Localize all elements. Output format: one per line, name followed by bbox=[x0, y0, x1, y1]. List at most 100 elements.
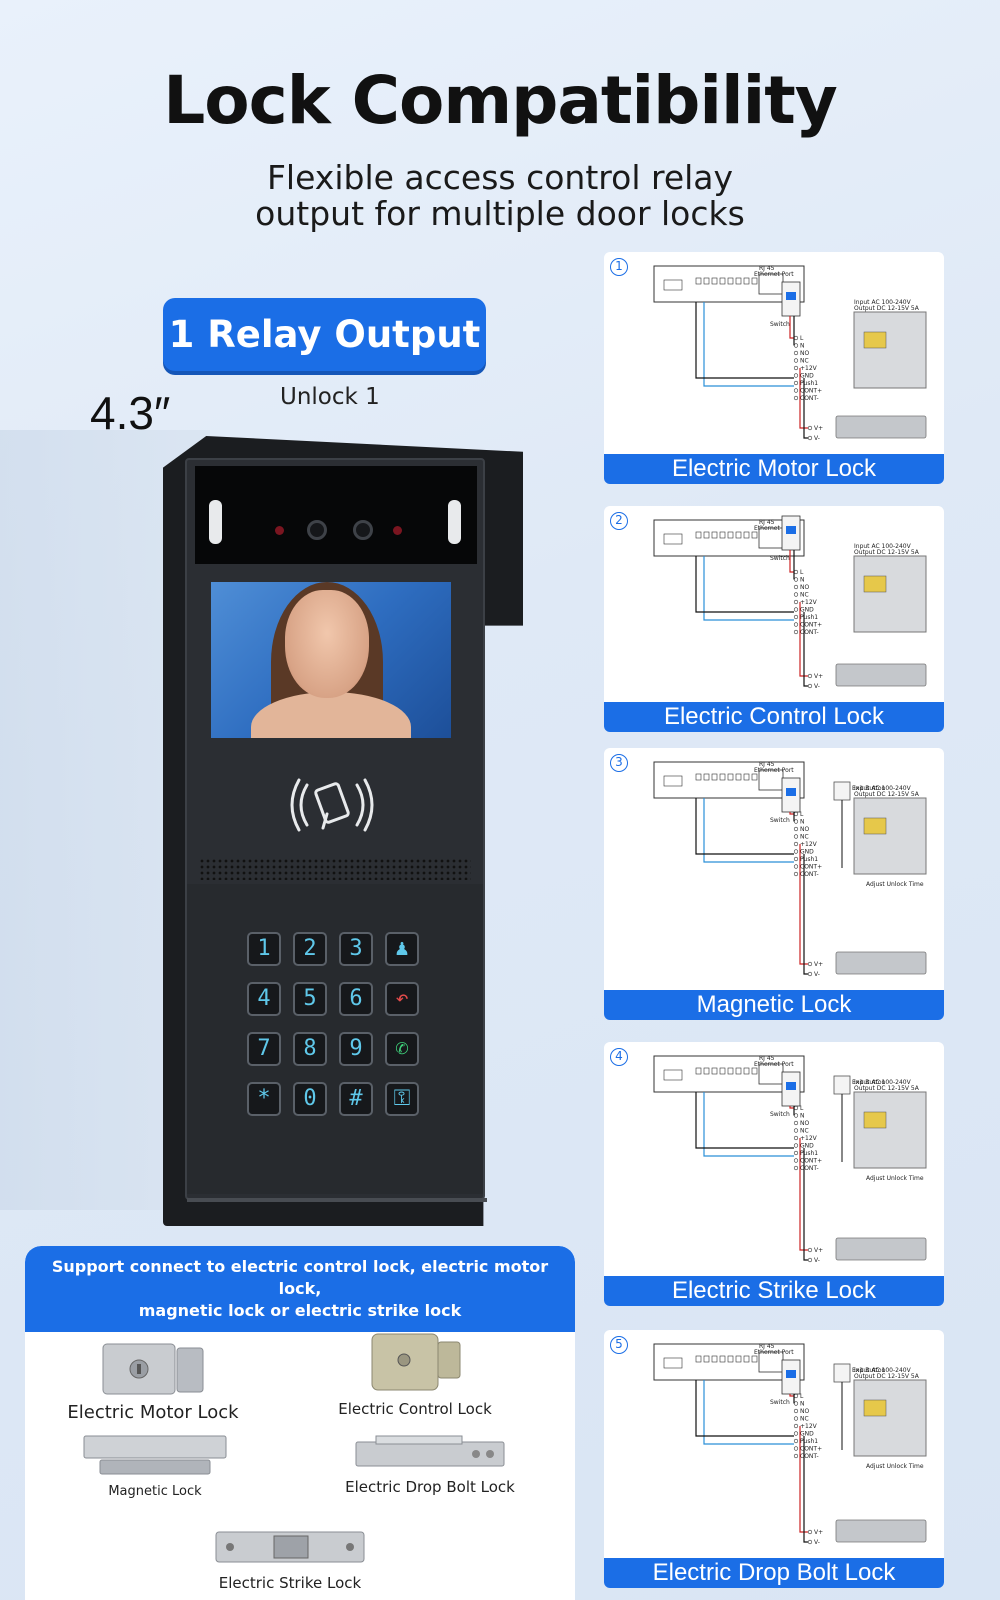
keypad-key[interactable]: 2 bbox=[293, 932, 327, 966]
keypad-key[interactable]: ⚿ bbox=[385, 1082, 419, 1116]
svg-text:N: N bbox=[800, 577, 805, 584]
visitor-face bbox=[285, 590, 369, 698]
svg-text:L: L bbox=[800, 569, 804, 576]
svg-text:Exit Button: Exit Button bbox=[852, 785, 886, 792]
svg-text:Ethernet Port: Ethernet Port bbox=[754, 767, 794, 774]
svg-text:+12V: +12V bbox=[800, 1423, 818, 1430]
indicator-led-right bbox=[393, 526, 402, 535]
svg-text:Output DC 12-15V 5A: Output DC 12-15V 5A bbox=[854, 791, 920, 798]
keypad-key[interactable]: 1 bbox=[247, 932, 281, 966]
svg-text:CONT+: CONT+ bbox=[800, 1158, 822, 1165]
svg-text:GND: GND bbox=[800, 373, 814, 380]
svg-text:RJ 45: RJ 45 bbox=[759, 761, 775, 768]
svg-text:Output DC 12-15V 5A: Output DC 12-15V 5A bbox=[854, 1085, 920, 1092]
svg-text:Ethernet Port: Ethernet Port bbox=[754, 1349, 794, 1356]
support-item-label: Electric Strike Lock bbox=[218, 1574, 362, 1592]
svg-text:V+: V+ bbox=[814, 961, 823, 968]
keypad-key[interactable]: ↶ bbox=[385, 982, 419, 1016]
svg-text:Output DC 12-15V 5A: Output DC 12-15V 5A bbox=[854, 549, 920, 556]
svg-text:+12V: +12V bbox=[800, 365, 818, 372]
speaker-grille bbox=[199, 858, 471, 880]
card-caption: Electric Control Lock bbox=[604, 702, 944, 732]
drop-bolt-lock-image bbox=[355, 1435, 505, 1467]
support-item-control-lock: Electric Control Lock bbox=[330, 1326, 500, 1418]
page-subtitle: Flexible access control relay output for… bbox=[0, 160, 1000, 232]
svg-text:NO: NO bbox=[800, 350, 809, 357]
svg-text:CONT+: CONT+ bbox=[800, 1446, 822, 1453]
svg-text:NC: NC bbox=[800, 1416, 809, 1423]
svg-text:Exit Button: Exit Button bbox=[852, 1079, 886, 1086]
svg-text:N: N bbox=[800, 1113, 805, 1120]
keypad-key[interactable]: 7 bbox=[247, 1032, 281, 1066]
keypad-key[interactable]: ♟ bbox=[385, 932, 419, 966]
svg-text:V-: V- bbox=[814, 683, 820, 690]
support-item-motor-lock: Electric Motor Lock bbox=[63, 1338, 243, 1423]
relay-output-badge: 1 Relay Output bbox=[163, 298, 486, 371]
svg-text:NO: NO bbox=[800, 1120, 809, 1127]
svg-text:Exit Button: Exit Button bbox=[852, 1367, 886, 1374]
keypad-key[interactable]: * bbox=[247, 1082, 281, 1116]
svg-text:GND: GND bbox=[800, 1143, 814, 1150]
svg-text:N: N bbox=[800, 819, 805, 826]
keypad-key[interactable]: 8 bbox=[293, 1032, 327, 1066]
rfid-card-icon bbox=[290, 778, 374, 832]
unlock-label: Unlock 1 bbox=[280, 384, 380, 410]
support-line-1: Support connect to electric control lock… bbox=[51, 1257, 549, 1298]
svg-text:NC: NC bbox=[800, 358, 809, 365]
svg-text:V+: V+ bbox=[814, 1529, 823, 1536]
svg-text:Switch: Switch bbox=[770, 817, 790, 824]
svg-text:CONT-: CONT- bbox=[800, 629, 819, 636]
ir-light-right bbox=[448, 500, 461, 544]
camera-strip bbox=[195, 466, 477, 564]
svg-text:CONT+: CONT+ bbox=[800, 622, 822, 629]
support-item-label: Electric Control Lock bbox=[338, 1400, 492, 1418]
svg-text:V-: V- bbox=[814, 435, 820, 442]
support-item-label: Magnetic Lock bbox=[108, 1484, 202, 1499]
svg-text:V-: V- bbox=[814, 971, 820, 978]
svg-text:GND: GND bbox=[800, 607, 814, 614]
svg-text:Switch: Switch bbox=[770, 555, 790, 562]
keypad-key[interactable]: 4 bbox=[247, 982, 281, 1016]
svg-text:NC: NC bbox=[800, 592, 809, 599]
keypad-key[interactable]: 0 bbox=[293, 1082, 327, 1116]
svg-text:RJ 45: RJ 45 bbox=[759, 1055, 775, 1062]
keypad-key[interactable]: 3 bbox=[339, 932, 373, 966]
card-number-badge: 5 bbox=[610, 1336, 628, 1354]
svg-text:GND: GND bbox=[800, 1431, 814, 1438]
page-title: Lock Compatibility bbox=[163, 62, 838, 139]
keypad-key[interactable]: 5 bbox=[293, 982, 327, 1016]
keypad-key[interactable]: 9 bbox=[339, 1032, 373, 1066]
svg-text:CONT-: CONT- bbox=[800, 1453, 819, 1460]
svg-text:Output DC 12-15V 5A: Output DC 12-15V 5A bbox=[854, 1373, 920, 1380]
card-caption: Electric Motor Lock bbox=[604, 454, 944, 484]
svg-text:Push1: Push1 bbox=[800, 614, 818, 621]
control-lock-image bbox=[371, 1333, 461, 1391]
svg-text:N: N bbox=[800, 1401, 805, 1408]
svg-text:Input AC 100-240V: Input AC 100-240V bbox=[854, 1367, 912, 1374]
keypad-key[interactable]: 6 bbox=[339, 982, 373, 1016]
svg-text:Output DC 12-15V 5A: Output DC 12-15V 5A bbox=[854, 305, 920, 312]
keypad-key[interactable]: # bbox=[339, 1082, 373, 1116]
svg-text:Input AC 100-240V: Input AC 100-240V bbox=[854, 785, 912, 792]
svg-text:Switch: Switch bbox=[770, 1111, 790, 1118]
screen-size-label: 4.3″ bbox=[90, 387, 171, 439]
support-panel: Support connect to electric control lock… bbox=[25, 1246, 575, 1600]
card-number-badge: 3 bbox=[610, 754, 628, 772]
svg-text:Input AC 100-240V: Input AC 100-240V bbox=[854, 543, 912, 550]
support-item-magnetic-lock: Magnetic Lock bbox=[75, 1430, 235, 1499]
svg-text:V+: V+ bbox=[814, 425, 823, 432]
keypad-key[interactable]: ✆ bbox=[385, 1032, 419, 1066]
motor-lock-image bbox=[102, 1343, 204, 1395]
svg-text:NC: NC bbox=[800, 834, 809, 841]
svg-text:L: L bbox=[800, 811, 804, 818]
bottom-rail bbox=[187, 1198, 487, 1202]
svg-text:V+: V+ bbox=[814, 673, 823, 680]
card-number-badge: 1 bbox=[610, 258, 628, 276]
card-caption: Magnetic Lock bbox=[604, 990, 944, 1020]
